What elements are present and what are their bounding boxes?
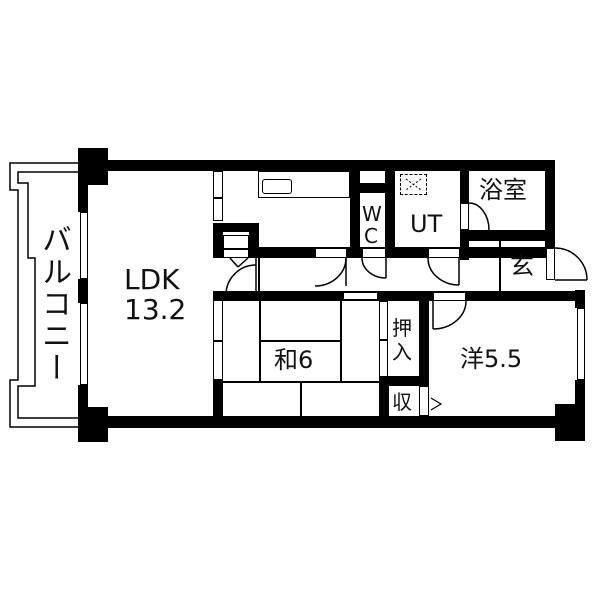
kitchen-partition [213,171,223,221]
wall-kitchen-lower [249,247,554,258]
wall-fridge-nook-left [213,223,223,258]
storage-door[interactable] [419,386,429,416]
wall-right-lower2 [575,380,585,410]
ldk-size: 13.2 [124,293,187,326]
entrance-door-swing[interactable] [554,247,595,288]
wall-storage-left [379,376,389,426]
window-left-1[interactable] [80,212,88,279]
wc-label-c: C [364,224,378,248]
bath-label: 浴室 [479,176,527,204]
washitsu-label: 和6 [274,346,314,374]
wall-fridge-nook-right [249,223,259,258]
entrance-step [499,241,501,291]
wc-label-w: W [362,202,382,226]
bath-door-swing[interactable] [468,202,499,233]
wc-door-frame [362,248,386,258]
ldk-door[interactable] [220,255,280,315]
wall-pillar-bottom-right [555,404,585,441]
wall-bath-bottom [460,230,555,241]
bath-door-frame [460,203,469,230]
western-door-swing[interactable] [432,300,473,341]
ut-door-frame [428,248,460,258]
ldk-label: LDK [124,263,180,296]
entrance-door-frame [546,248,555,280]
entrance-label: 玄 [510,252,534,280]
wall-wc-tank [360,183,385,193]
tatami-line-5 [300,381,302,417]
window-right[interactable] [577,308,585,380]
window-left-2[interactable] [80,303,88,385]
ut-door-swing[interactable] [427,257,468,298]
wall-wc-left [350,160,360,258]
storage-label: 収 [392,390,412,414]
wall-left-upper [78,180,88,212]
balcony-label: バルコニー [36,224,71,384]
washing-machine-x [405,178,422,191]
ldk-door-jamb [258,258,260,294]
ldk-sliding-divider [213,340,223,342]
wall-left-lower [78,385,88,415]
ut-label: UT [410,210,443,238]
oshiire-sliding-divider [379,339,388,341]
wall-wc-right [385,160,395,258]
kitchen-partition-div [213,197,223,199]
wall-oshiire-bottom [379,376,429,386]
tatami-line-3 [259,340,341,342]
wall-fridge-nook [213,223,259,232]
wall-right-top [545,160,555,250]
wall-bottom [100,416,555,428]
wall-top [100,160,555,171]
fridge-space [223,235,249,249]
oshiire-label-1: 押 [392,316,412,340]
corridor-door-swing[interactable] [314,257,355,298]
wall-left-mid [78,279,88,303]
wall-washitsu-left [213,380,223,420]
wall-oshiire-right [419,291,429,426]
wall-middle [213,291,585,301]
fridge-door-frame [223,249,249,258]
opening-middle [343,292,378,300]
tatami-line-4 [223,381,380,383]
kitchen-sink [262,179,292,194]
storage-door-marker [430,397,443,411]
western-label: 洋5.5 [460,345,523,373]
oshiire-label-2: 入 [392,340,412,364]
wc-door-swing[interactable] [361,257,402,298]
opening-western [433,292,466,301]
door-frame-corridor [315,248,347,258]
